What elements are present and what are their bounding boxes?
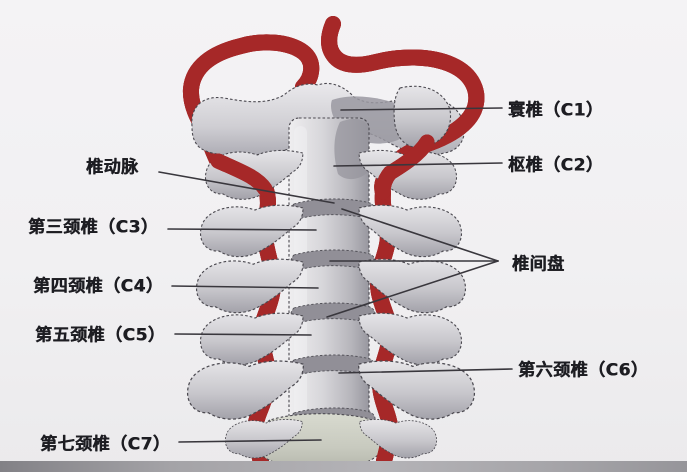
label-atlas-c1: 寰椎（C1）: [508, 100, 604, 121]
callout-line-c4: [171, 285, 319, 289]
callout-lines: [158, 107, 513, 443]
label-vertebral-artery: 椎动脉: [86, 157, 139, 178]
label-c7: 第七颈椎（C7）: [40, 434, 171, 455]
callout-line-c6: [338, 368, 513, 374]
label-axis-c2: 枢椎（C2）: [508, 155, 604, 176]
callout-line-disc-3: [326, 260, 499, 318]
label-c3: 第三颈椎（C3）: [28, 217, 159, 238]
label-c4: 第四颈椎（C4）: [33, 276, 164, 297]
callout-line-artery: [158, 171, 335, 204]
callout-line-c2: [333, 162, 503, 167]
callout-line-c7: [178, 439, 322, 443]
vertebral-artery-entry-segments: [210, 134, 435, 200]
callout-line-c3: [167, 228, 317, 231]
bottom-edge-bar: [0, 461, 687, 472]
vertebra-c5-wing-left: [199, 312, 304, 366]
callout-line-c5: [174, 333, 312, 336]
vertebra-c6-wing-left: [186, 360, 305, 420]
vertebra-c3-wing-left: [199, 204, 304, 258]
label-c6: 第六颈椎（C6）: [518, 360, 649, 381]
callout-line-c1: [340, 107, 503, 111]
vertebra-c5-wing-right: [358, 312, 463, 366]
label-c5: 第五颈椎（C5）: [35, 325, 166, 346]
label-disc: 椎间盘: [512, 254, 565, 275]
callout-line-disc-1: [341, 208, 499, 262]
